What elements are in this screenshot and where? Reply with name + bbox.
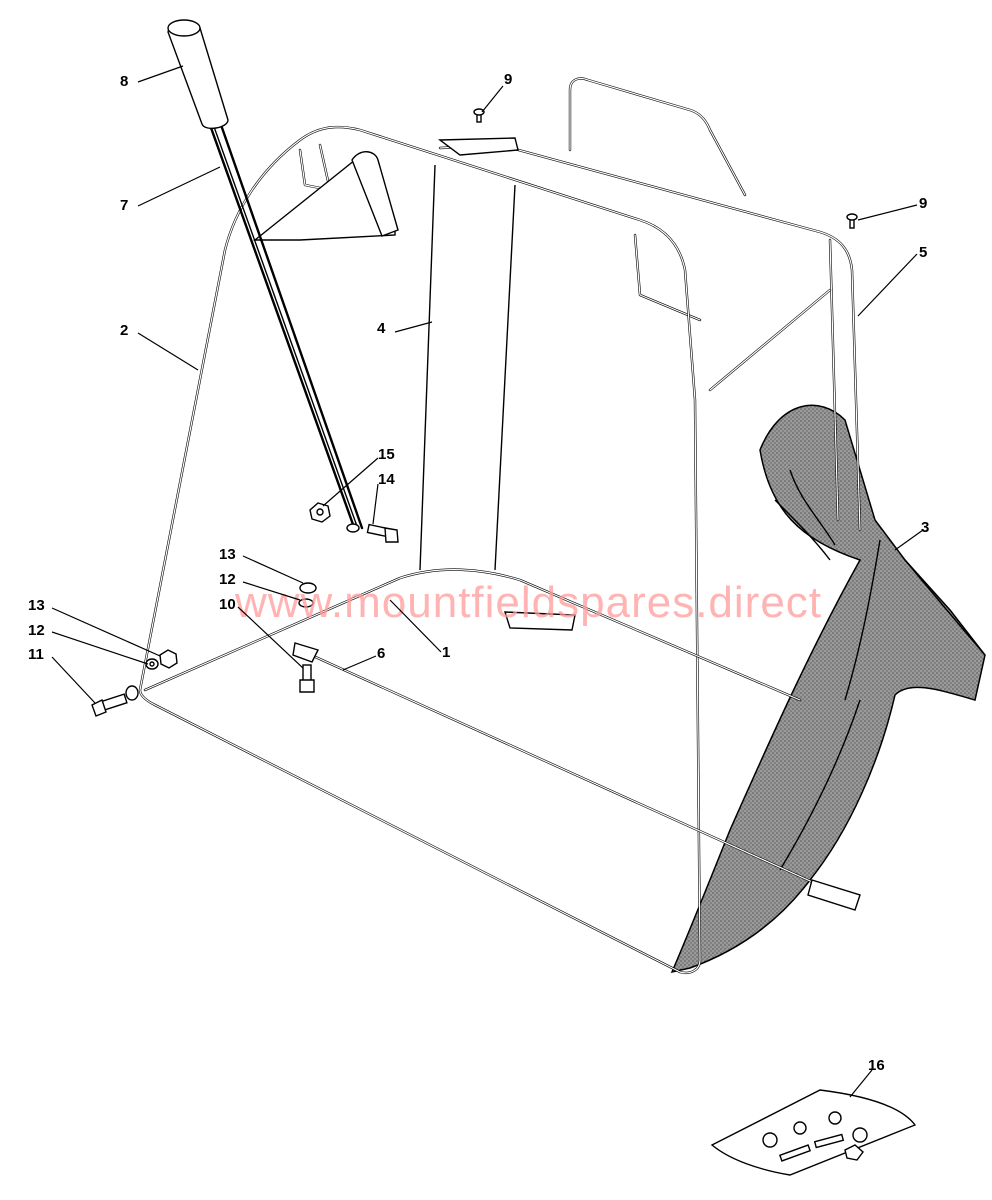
leader-lines bbox=[51, 65, 924, 1098]
callout-13-left: 13 bbox=[28, 597, 45, 614]
cross-bar bbox=[292, 642, 861, 911]
nut-15 bbox=[309, 502, 331, 523]
callout-6: 6 bbox=[377, 645, 385, 662]
callout-9-top: 9 bbox=[504, 71, 512, 88]
fixing-kit bbox=[710, 1089, 917, 1176]
bolt-14 bbox=[366, 523, 399, 543]
callout-9-right: 9 bbox=[919, 195, 927, 212]
callout-12-left: 12 bbox=[28, 622, 45, 639]
callout-12-center: 12 bbox=[219, 571, 236, 588]
lever bbox=[167, 19, 364, 533]
callout-11: 11 bbox=[28, 646, 44, 663]
callout-15: 15 bbox=[378, 446, 395, 463]
callout-4: 4 bbox=[377, 320, 386, 337]
side-panel bbox=[419, 164, 516, 571]
bottom-frame bbox=[143, 568, 802, 702]
callout-13-center: 13 bbox=[219, 546, 236, 563]
callout-7: 7 bbox=[120, 197, 128, 214]
top-rail bbox=[437, 137, 862, 532]
callout-1: 1 bbox=[442, 644, 450, 661]
fasteners bbox=[91, 108, 858, 717]
callout-5: 5 bbox=[919, 244, 927, 261]
nut-13-center bbox=[299, 582, 317, 594]
watermark: www.mountfieldspares.direct bbox=[234, 578, 822, 627]
rear-hoop bbox=[568, 77, 747, 322]
washer-12-left bbox=[145, 658, 159, 670]
callout-8: 8 bbox=[120, 73, 128, 90]
front-frame bbox=[138, 125, 702, 974]
callouts: 8 7 2 4 9 9 5 15 14 13 12 10 13 12 11 1 … bbox=[28, 71, 929, 1074]
callout-2: 2 bbox=[120, 322, 128, 339]
cap-left bbox=[125, 685, 139, 701]
nut-13-left bbox=[159, 649, 178, 669]
screw-9a bbox=[473, 108, 485, 123]
bolt-10 bbox=[299, 664, 315, 693]
screw-9b bbox=[846, 213, 858, 229]
callout-3: 3 bbox=[921, 519, 929, 536]
washer-12-center bbox=[298, 598, 314, 608]
callout-14: 14 bbox=[378, 471, 395, 488]
grass-bag bbox=[670, 404, 986, 974]
callout-10: 10 bbox=[219, 596, 236, 613]
bolt-11 bbox=[91, 693, 128, 717]
callout-16: 16 bbox=[868, 1057, 885, 1074]
